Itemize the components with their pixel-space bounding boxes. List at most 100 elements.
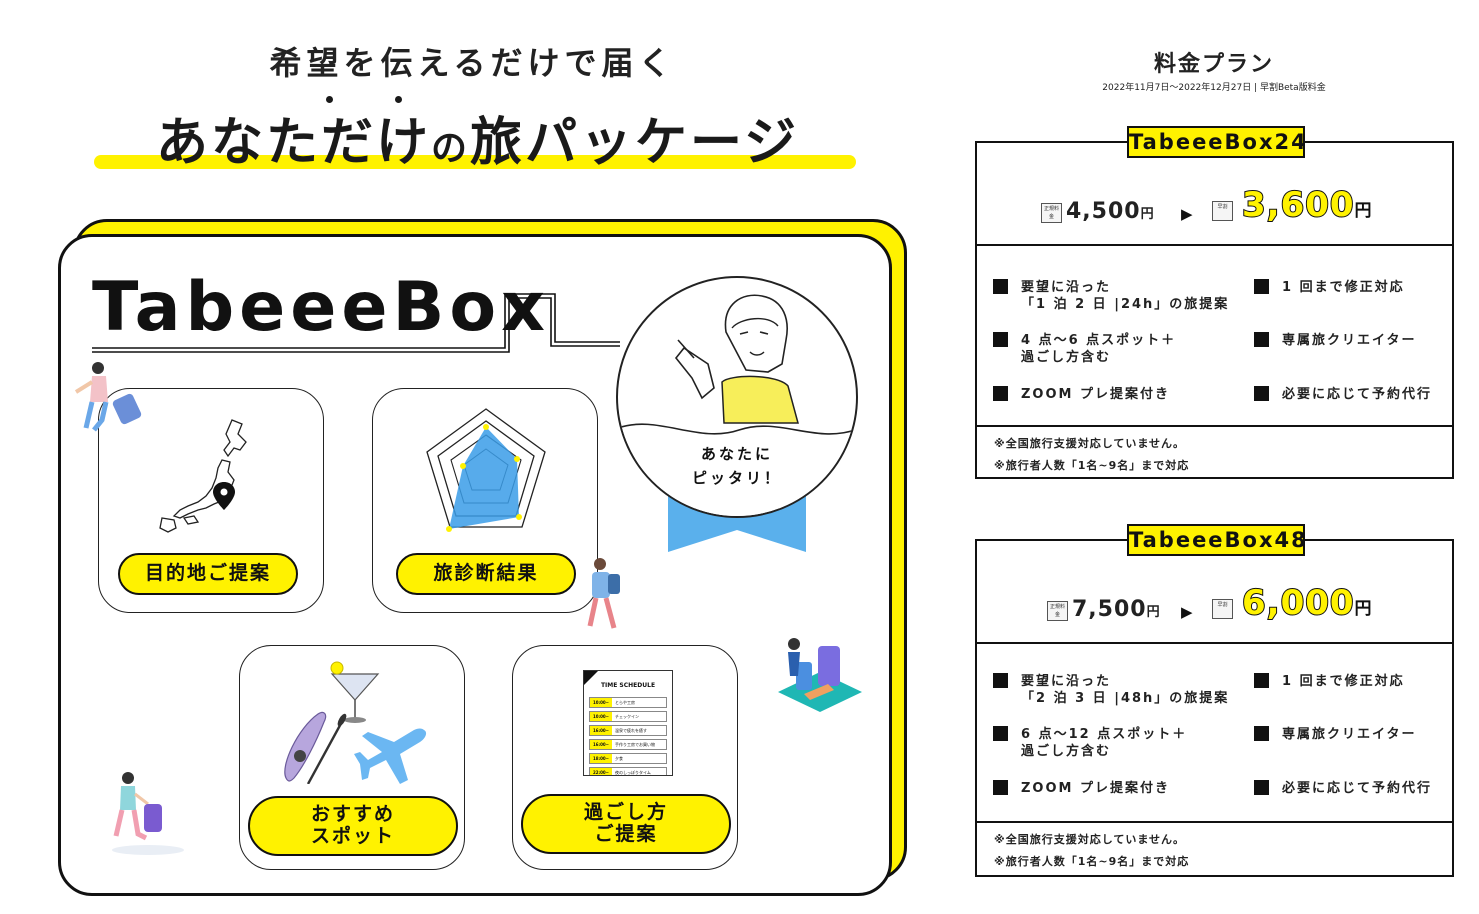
feature-text: 「2 泊 3 日 |48h」の旅提案 [1021, 691, 1230, 706]
early-price: 6,000円 [1241, 582, 1373, 624]
woman-pointing-illustration [618, 294, 856, 516]
plan-note: ※全国旅行支援対応していません。 [994, 437, 1186, 450]
schedule-heading: TIME SCHEDULE [600, 682, 656, 689]
feature-text: 必要に応じて予約代行 [1282, 781, 1433, 796]
bullet-square-icon [993, 386, 1008, 401]
plan-notes: ※全国旅行支援対応していません。 ※旅行者人数「1名~9名」まで対応 [977, 821, 1452, 876]
plan-note: ※旅行者人数「1名~9名」まで対応 [994, 855, 1190, 868]
plan-card-24: TabeeeBox24 正規料金 4,500円 ▶ 早割 3,600円 要望に沿… [975, 126, 1454, 479]
feature-item: ZOOM プレ提案付き [993, 386, 1170, 403]
schedule-time: 16:00~ [590, 740, 612, 749]
bullet-square-icon [1254, 332, 1269, 347]
bullet-square-icon [993, 780, 1008, 795]
regular-price: 7,500円 [1072, 597, 1161, 622]
early-price-value: 3,600 [1241, 184, 1355, 226]
feature-text: ZOOM プレ提案付き [1021, 387, 1170, 402]
bullet-square-icon [1254, 780, 1269, 795]
radar-chart-icon [426, 408, 546, 532]
feature-item: ZOOM プレ提案付き [993, 780, 1170, 797]
hero-subtitle: 希望を伝えるだけで届く [269, 44, 676, 82]
cocktail-icon [330, 661, 380, 723]
spots-label-line1: おすすめ [310, 803, 395, 826]
plan-name: TabeeeBox24 [1127, 126, 1306, 158]
diagnosis-card: 旅診断結果 [372, 388, 598, 613]
kayak-icon [284, 711, 347, 784]
feature-text: 要望に沿った [1021, 280, 1112, 295]
feature-item: 6 点〜12 点スポット＋ 過ごし方含む [993, 726, 1188, 760]
pricing-title: 料金プラン [1153, 52, 1274, 77]
spots-card: おすすめ スポット [239, 645, 465, 870]
travel-luggage-illustration [778, 638, 862, 712]
arrow-right-icon: ▶ [1181, 205, 1193, 223]
early-price-value: 6,000 [1241, 582, 1355, 624]
bullet-square-icon [1254, 726, 1269, 741]
feature-item: 要望に沿った「1 泊 2 日 |24h」の旅提案 [993, 279, 1230, 313]
airplane-icon [354, 728, 427, 784]
feature-text: 過ごし方含む [1021, 744, 1112, 759]
feature-item: 1 回まで修正対応 [1254, 279, 1405, 296]
backpacker-illustration [587, 558, 620, 629]
feature-text: 過ごし方含む [1021, 350, 1112, 365]
bullet-square-icon [993, 673, 1008, 688]
schedule-time: 10:00~ [590, 698, 612, 707]
schedule-time: 10:00~ [590, 712, 612, 721]
early-price: 3,600円 [1241, 184, 1373, 226]
document-corner [584, 671, 598, 685]
plan-note: ※旅行者人数「1名~9名」まで対応 [994, 459, 1190, 472]
schedule-label-line2: ご提案 [594, 823, 658, 845]
feature-text: 要望に沿った [1021, 674, 1112, 689]
yen-unit: 円 [1354, 201, 1373, 221]
feature-text: 「1 泊 2 日 |24h」の旅提案 [1021, 297, 1230, 312]
regular-price-tag-icon: 正規料金 [1041, 203, 1062, 223]
plan-price-row: 正規料金 7,500円 ▶ 早割 6,000円 [977, 541, 1452, 644]
schedule-time: 18:00~ [590, 754, 612, 763]
traveler-suitcase-illustration [74, 362, 142, 432]
schedule-activity: 手作り工房でお買い物 [615, 742, 655, 747]
badge-circle [616, 276, 858, 518]
brand-logo: TabeeeBox [92, 268, 550, 347]
feature-text: 専属旅クリエイター [1282, 727, 1417, 742]
bullet-square-icon [993, 332, 1008, 347]
early-price-tag-icon: 早割 [1212, 599, 1233, 619]
feature-item: 必要に応じて予約代行 [1254, 386, 1433, 403]
feature-text: 必要に応じて予約代行 [1282, 387, 1433, 402]
hero-title-part1: あなただけ [156, 113, 432, 173]
regular-price-tag-icon: 正規料金 [1047, 601, 1068, 621]
schedule-time: 16:00~ [590, 726, 612, 735]
bullet-square-icon [1254, 673, 1269, 688]
schedule-row: 18:00~夕食 [589, 753, 667, 764]
schedule-activity: 夕食 [615, 756, 623, 761]
badge-text-line2: ピッタリ！ [691, 469, 782, 487]
feature-item: 要望に沿った「2 泊 3 日 |48h」の旅提案 [993, 673, 1230, 707]
emphasis-dot [326, 96, 333, 103]
schedule-activity: 夜のしっぽりタイム [615, 770, 651, 775]
feature-item: 1 回まで修正対応 [1254, 673, 1405, 690]
arrow-right-icon: ▶ [1181, 603, 1193, 621]
regular-price: 4,500円 [1066, 199, 1155, 224]
plan-name: TabeeeBox48 [1127, 524, 1306, 556]
schedule-row: 10:00~チェックイン [589, 711, 667, 722]
feature-item: 4 点〜6 点スポット＋過ごし方含む [993, 332, 1176, 366]
schedule-time: 22:00~ [590, 768, 612, 775]
badge-text-line1: あなたに [700, 445, 773, 463]
bullet-square-icon [993, 279, 1008, 294]
feature-item: 必要に応じて予約代行 [1254, 780, 1433, 797]
yen-unit: 円 [1354, 599, 1373, 619]
schedule-label-line1: 過ごし方 [583, 801, 668, 824]
plan-note: ※全国旅行支援対応していません。 [994, 833, 1186, 846]
connector-lines [92, 293, 620, 353]
bullet-square-icon [1254, 279, 1269, 294]
feature-text: 6 点〜12 点スポット＋ [1021, 727, 1188, 742]
destination-card: 目的地ご提案 [98, 388, 324, 613]
feature-text: ZOOM プレ提案付き [1021, 781, 1170, 796]
schedule-activity: チェックイン [615, 714, 639, 719]
plan-price-row: 正規料金 4,500円 ▶ 早割 3,600円 [977, 143, 1452, 246]
regular-price-value: 4,500 [1066, 199, 1141, 224]
yen-unit: 円 [1140, 207, 1155, 222]
badge-text: あなたに ピッタリ！ [670, 442, 804, 490]
yen-unit: 円 [1146, 605, 1161, 620]
hero-title-part2: 旅パッケージ [470, 113, 799, 173]
schedule-row: 10:00~とらや工房 [589, 697, 667, 708]
